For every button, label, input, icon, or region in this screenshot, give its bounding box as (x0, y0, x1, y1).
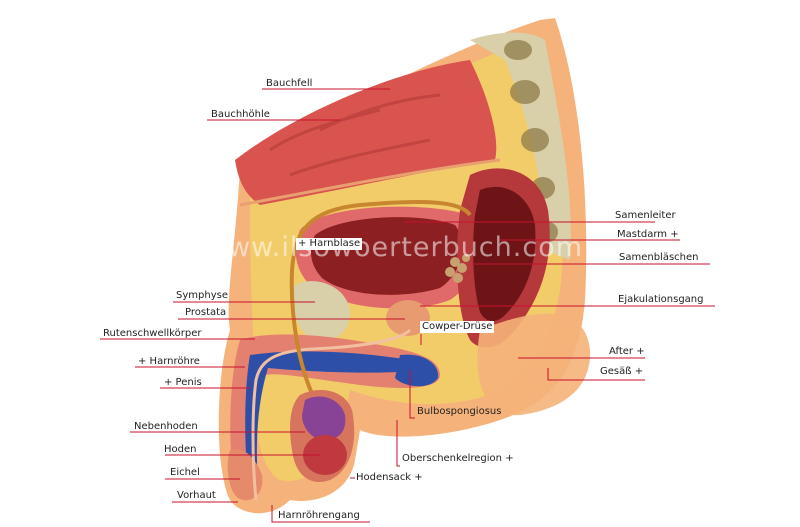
epididymis (302, 396, 346, 440)
label-bulbospongiosus: Bulbospongiosus (417, 406, 502, 417)
label-bauchfell: Bauchfell (266, 78, 313, 89)
prostate (386, 300, 430, 336)
label-hoden: Hoden (164, 444, 197, 455)
leader-lines (100, 88, 715, 523)
label-gesaess[interactable]: Gesäß + (600, 366, 644, 377)
intestine-folds (269, 93, 441, 177)
label-oberschenkelregion[interactable]: Oberschenkelregion + (402, 453, 514, 464)
label-harnroehrengang: Harnröhrengang (278, 510, 360, 521)
label-nebenhoden: Nebenhoden (134, 421, 198, 432)
label-cowper: Cowper-Drüse (420, 321, 495, 333)
rectum-inner (473, 186, 536, 322)
seminal-vesicles (445, 254, 470, 283)
label-samenleiter: Samenleiter (615, 210, 676, 221)
label-vorhaut: Vorhaut (177, 490, 216, 501)
vas-deferens (289, 200, 472, 401)
label-harnblase[interactable]: + Harnblase (296, 238, 363, 250)
peritoneum (239, 158, 501, 207)
pubic-bone (292, 281, 351, 341)
bladder-inner (310, 217, 463, 295)
label-hodensack[interactable]: Hodensack + (356, 472, 423, 483)
testis (303, 435, 347, 475)
label-eichel: Eichel (170, 467, 200, 478)
label-harnroehre[interactable]: + Harnröhre (138, 356, 200, 367)
label-mastdarm[interactable]: Mastdarm + (617, 229, 679, 240)
label-samenblaeschen: Samenbläschen (619, 252, 699, 263)
label-symphyse: Symphyse (176, 290, 228, 301)
penis-shaft (230, 334, 440, 490)
label-rutenschwellkoerper: Rutenschwellkörper (103, 328, 202, 339)
label-ejakulationsgang: Ejakulationsgang (618, 294, 704, 305)
label-bauchhoehle: Bauchhöhle (211, 109, 270, 120)
bulbospongiosus-tissue (395, 354, 439, 387)
label-prostata: Prostata (185, 307, 227, 318)
label-penis[interactable]: + Penis (164, 377, 202, 388)
watermark: www.ilsowoerterbuch.com (205, 232, 584, 263)
buttocks (477, 313, 591, 416)
urethra (251, 328, 412, 501)
label-after[interactable]: After + (609, 346, 645, 357)
